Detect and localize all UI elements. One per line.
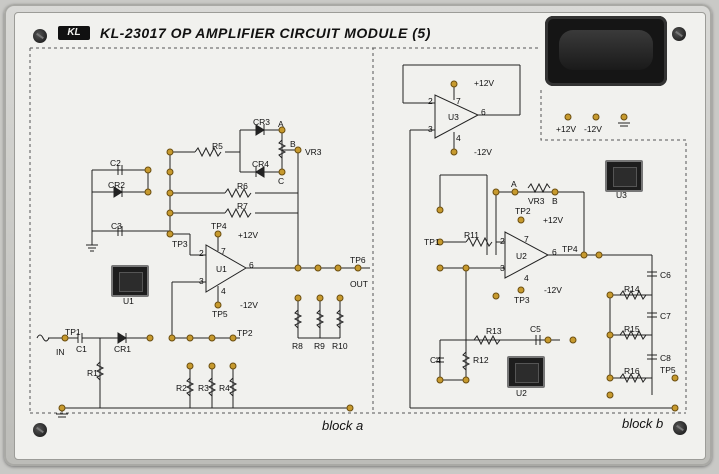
label-vr-c: C bbox=[278, 176, 285, 186]
label-tp2-b: TP2 bbox=[515, 206, 531, 216]
label-u1-pin2: 2 bbox=[199, 248, 204, 258]
label-vr-a: A bbox=[278, 119, 284, 129]
u1-ic-socket[interactable] bbox=[111, 265, 149, 297]
label-tp6: TP6 bbox=[350, 255, 366, 265]
label-vr-b: B bbox=[290, 139, 296, 149]
label-r5: R5 bbox=[212, 141, 223, 151]
label-cr3: CR3 bbox=[253, 117, 271, 127]
label-u1-pin3: 3 bbox=[199, 276, 204, 286]
label-u3-pin6: 6 bbox=[481, 107, 486, 117]
label-power-minus12v: -12V bbox=[584, 124, 602, 134]
screw-top-right bbox=[672, 27, 686, 41]
label-u1-chip: U1 bbox=[123, 296, 134, 306]
label-r3: R3 bbox=[198, 383, 209, 393]
label-u3: U3 bbox=[448, 112, 459, 122]
label-r2: R2 bbox=[176, 383, 187, 393]
label-minus12v-b: -12V bbox=[544, 285, 562, 295]
label-u3-pin4: 4 bbox=[456, 133, 461, 143]
label-vr3-b: VR3 bbox=[528, 196, 545, 206]
label-r1: R1 bbox=[87, 368, 98, 378]
label-plus12v-b: +12V bbox=[543, 215, 564, 225]
label-r8: R8 bbox=[292, 341, 303, 351]
label-r14: R14 bbox=[624, 284, 640, 294]
label-tp2-a: TP2 bbox=[237, 328, 253, 338]
label-u3-pin7: 7 bbox=[456, 96, 461, 106]
label-c8: C8 bbox=[660, 353, 671, 363]
label-tp1-a: TP1 bbox=[65, 327, 81, 337]
label-out: OUT bbox=[350, 279, 368, 289]
label-u3-pin3: 3 bbox=[428, 124, 433, 134]
label-u2-pin7: 7 bbox=[524, 234, 529, 244]
label-minus12v-a: -12V bbox=[240, 300, 258, 310]
screw-top-left bbox=[33, 29, 47, 43]
label-u3-pin2: 2 bbox=[428, 96, 433, 106]
label-r16: R16 bbox=[624, 366, 640, 376]
label-r7: R7 bbox=[237, 201, 248, 211]
label-c5: C5 bbox=[530, 324, 541, 334]
label-vr3: VR3 bbox=[305, 147, 322, 157]
label-u3-chip: U3 bbox=[616, 190, 627, 200]
label-r13: R13 bbox=[486, 326, 502, 336]
label-u2: U2 bbox=[516, 251, 527, 261]
label-u1: U1 bbox=[216, 264, 227, 274]
label-cr2: CR2 bbox=[108, 180, 126, 190]
label-u1-pin4: 4 bbox=[221, 286, 226, 296]
label-u2-pin6: 6 bbox=[552, 247, 557, 257]
label-power-plus12v: +12V bbox=[556, 124, 577, 134]
label-cr4: CR4 bbox=[252, 159, 270, 169]
u3-ic-socket[interactable] bbox=[605, 160, 643, 192]
label-c2: C2 bbox=[110, 158, 121, 168]
label-r4: R4 bbox=[219, 383, 230, 393]
label-c4: C4 bbox=[430, 355, 441, 365]
power-connector[interactable] bbox=[545, 16, 667, 86]
label-tp3-b: TP3 bbox=[514, 295, 530, 305]
label-c6: C6 bbox=[660, 270, 671, 280]
screw-bottom-right bbox=[673, 421, 687, 435]
label-minus12v-top: -12V bbox=[474, 147, 492, 157]
label-u2-pin2: 2 bbox=[500, 236, 505, 246]
label-c7: C7 bbox=[660, 311, 671, 321]
label-c1: C1 bbox=[76, 344, 87, 354]
label-in: IN bbox=[56, 347, 65, 357]
label-vr-b-b: B bbox=[552, 196, 558, 206]
label-r12: R12 bbox=[473, 355, 489, 365]
label-r11: R11 bbox=[464, 230, 479, 240]
label-tp3: TP3 bbox=[172, 239, 188, 249]
screw-bottom-left bbox=[33, 423, 47, 437]
u2-ic-socket[interactable] bbox=[507, 356, 545, 388]
label-tp5-b: TP5 bbox=[660, 365, 676, 375]
label-u1-pin7: 7 bbox=[221, 246, 226, 256]
block-b-label: block b bbox=[622, 416, 664, 431]
label-r15: R15 bbox=[624, 324, 640, 334]
label-c3: C3 bbox=[111, 221, 122, 231]
brand-logo: KL bbox=[58, 26, 90, 40]
label-tp5-a: TP5 bbox=[212, 309, 228, 319]
label-plus12v-a: +12V bbox=[238, 230, 259, 240]
label-plus12v-top: +12V bbox=[474, 78, 495, 88]
label-vr-a-b: A bbox=[511, 179, 517, 189]
label-tp1-b: TP1 bbox=[424, 237, 440, 247]
label-u2-pin4: 4 bbox=[524, 273, 529, 283]
label-u2-pin3: 3 bbox=[500, 263, 505, 273]
label-r10: R10 bbox=[332, 341, 348, 351]
label-r6: R6 bbox=[237, 181, 248, 191]
label-tp4-b: TP4 bbox=[562, 244, 578, 254]
label-tp4: TP4 bbox=[211, 221, 227, 231]
block-a-label: block a bbox=[322, 418, 364, 433]
label-cr1: CR1 bbox=[114, 344, 132, 354]
label-u1-pin6: 6 bbox=[249, 260, 254, 270]
circuit-panel bbox=[14, 12, 706, 460]
module-title: KL-23017 OP AMPLIFIER CIRCUIT MODULE (5) bbox=[100, 25, 431, 41]
label-u2-chip: U2 bbox=[516, 388, 527, 398]
label-r9: R9 bbox=[314, 341, 325, 351]
